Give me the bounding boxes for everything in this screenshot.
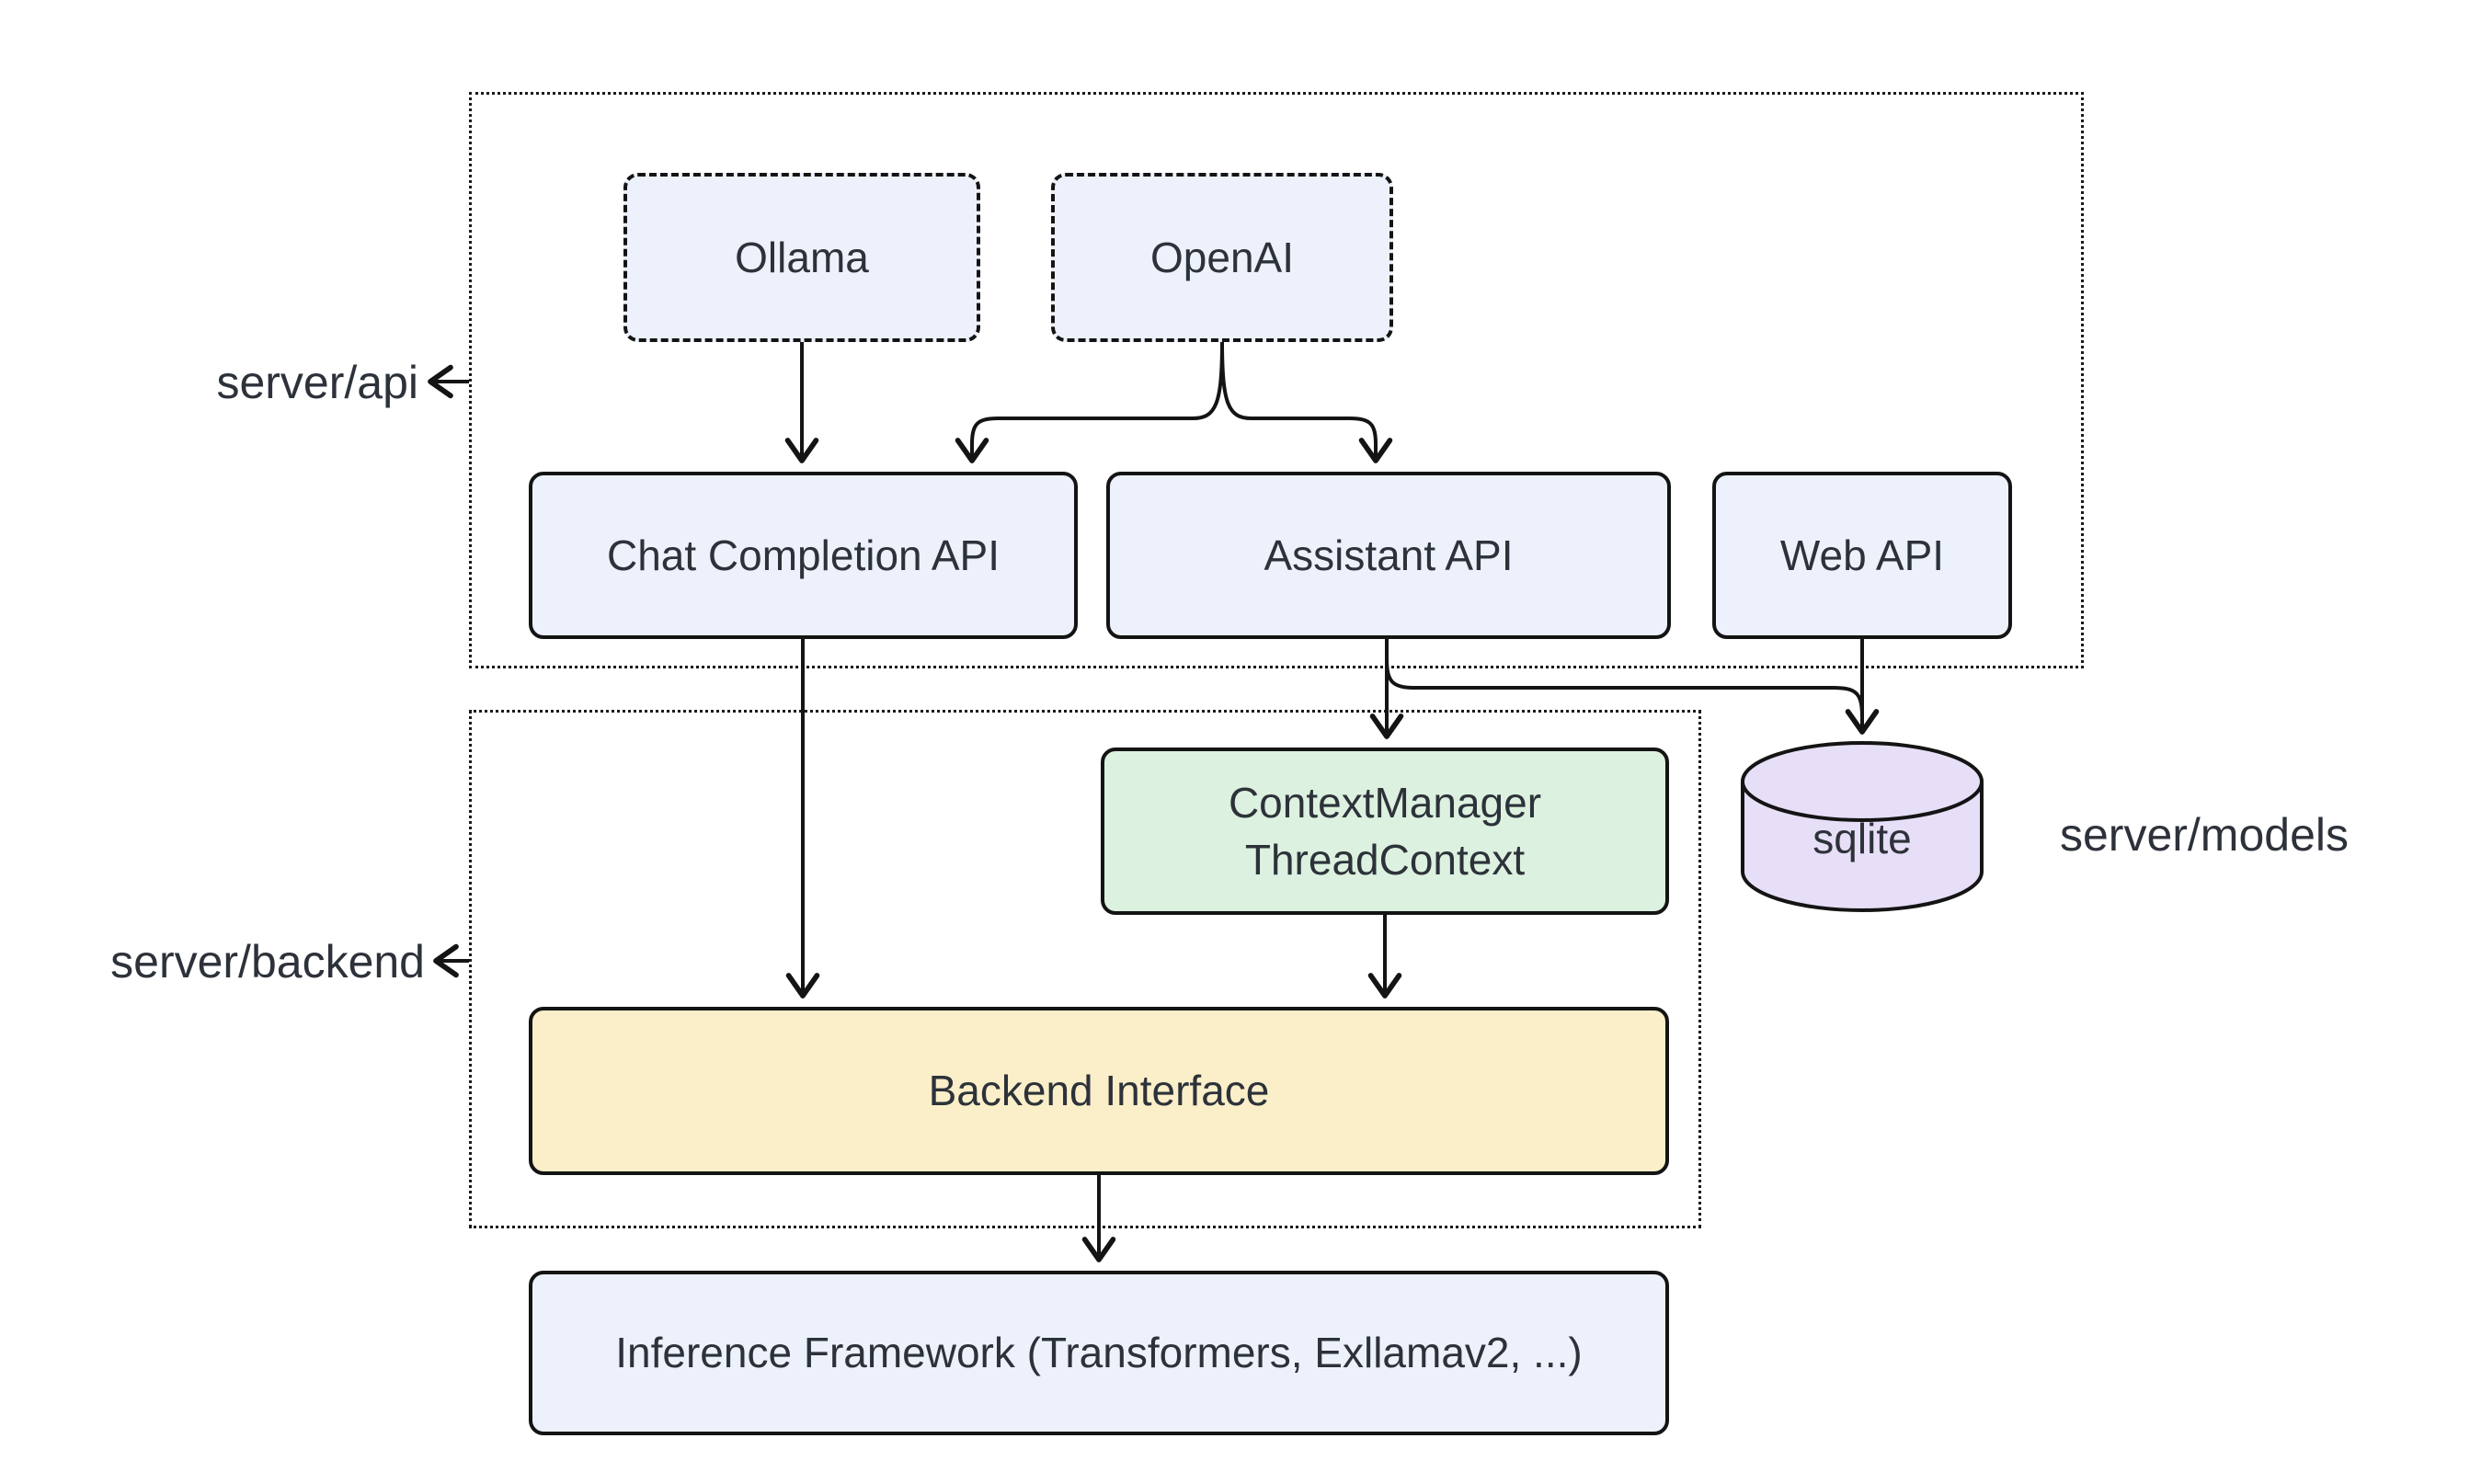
node-context-manager-line1: ContextManager: [1228, 778, 1542, 827]
node-openai: OpenAI: [1051, 173, 1393, 342]
node-web-api-label: Web API: [1779, 531, 1945, 579]
node-ollama-label: Ollama: [735, 233, 869, 281]
node-inference-framework: Inference Framework (Transformers, Exlla…: [529, 1271, 1669, 1435]
node-chat-completion-api: Chat Completion API: [529, 472, 1078, 639]
node-chat-completion-api-label: Chat Completion API: [606, 531, 1000, 579]
node-assistant-api: Assistant API: [1106, 472, 1671, 639]
node-assistant-api-label: Assistant API: [1264, 531, 1514, 579]
node-sqlite-label: sqlite: [1812, 815, 1912, 862]
group-server-backend: [469, 710, 1701, 1228]
label-server-api: server/api: [216, 357, 418, 408]
node-web-api: Web API: [1712, 472, 2012, 639]
node-backend-interface: Backend Interface: [529, 1007, 1669, 1175]
node-ollama: Ollama: [623, 173, 980, 342]
node-inference-framework-label: Inference Framework (Transformers, Exlla…: [615, 1329, 1583, 1377]
node-context-manager: ContextManager ThreadContext: [1101, 748, 1669, 915]
group-server-api: [469, 92, 2084, 668]
label-server-backend: server/backend: [110, 936, 425, 987]
node-context-manager-line2: ThreadContext: [1244, 836, 1526, 884]
node-backend-interface-label: Backend Interface: [928, 1067, 1270, 1115]
label-server-models: server/models: [2060, 809, 2349, 861]
node-openai-label: OpenAI: [1150, 233, 1294, 281]
